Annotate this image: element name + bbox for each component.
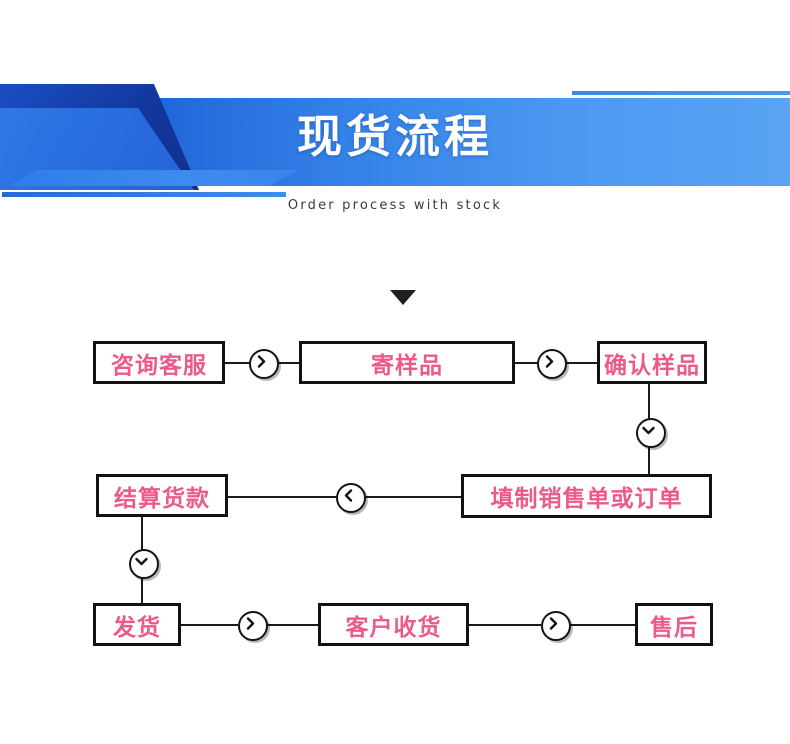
connector-line <box>264 624 319 626</box>
connector-line <box>648 444 650 475</box>
connector-line <box>514 362 554 364</box>
flow-node-confirm-sample[interactable]: 确认样品 <box>597 341 707 384</box>
connector-line <box>469 624 541 626</box>
banner-accent-line-top-right <box>572 91 790 95</box>
chevron-right-circle-icon[interactable] <box>249 349 279 379</box>
connector-line <box>141 517 143 550</box>
connector-line <box>275 362 300 364</box>
page-subtitle: Order process with stock <box>287 198 503 213</box>
banner-accent-line-bottom-left <box>2 192 286 197</box>
flow-node-send-sample[interactable]: 寄样品 <box>299 341 515 384</box>
chevron-down-circle-icon[interactable] <box>636 418 666 448</box>
connector-line <box>228 496 338 498</box>
chevron-down-circle-icon[interactable] <box>129 549 159 579</box>
flow-node-consult-service[interactable]: 咨询客服 <box>93 341 225 384</box>
connector-line <box>141 575 143 604</box>
flow-node-settle-payment[interactable]: 结算货款 <box>96 474 228 517</box>
connector-line <box>567 624 635 626</box>
connector-line <box>563 362 598 364</box>
flow-node-customer-receive[interactable]: 客户收货 <box>318 603 469 646</box>
flow-node-fill-sales-order[interactable]: 填制销售单或订单 <box>461 474 712 518</box>
connector-line <box>362 496 462 498</box>
connector-line <box>648 384 650 420</box>
chevron-right-circle-icon[interactable] <box>541 611 571 641</box>
banner-decorative-sweep <box>8 170 298 186</box>
page-banner: 现货流程 <box>0 80 790 205</box>
flow-node-shipment[interactable]: 发货 <box>93 603 181 646</box>
page-title: 现货流程 <box>296 111 493 162</box>
connector-line <box>181 624 238 626</box>
chevron-right-circle-icon[interactable] <box>537 349 567 379</box>
chevron-left-circle-icon[interactable] <box>336 483 366 513</box>
connector-line <box>225 362 265 364</box>
triangle-down-icon <box>390 290 416 305</box>
chevron-right-circle-icon[interactable] <box>238 611 268 641</box>
flow-node-after-sales[interactable]: 售后 <box>635 603 713 646</box>
